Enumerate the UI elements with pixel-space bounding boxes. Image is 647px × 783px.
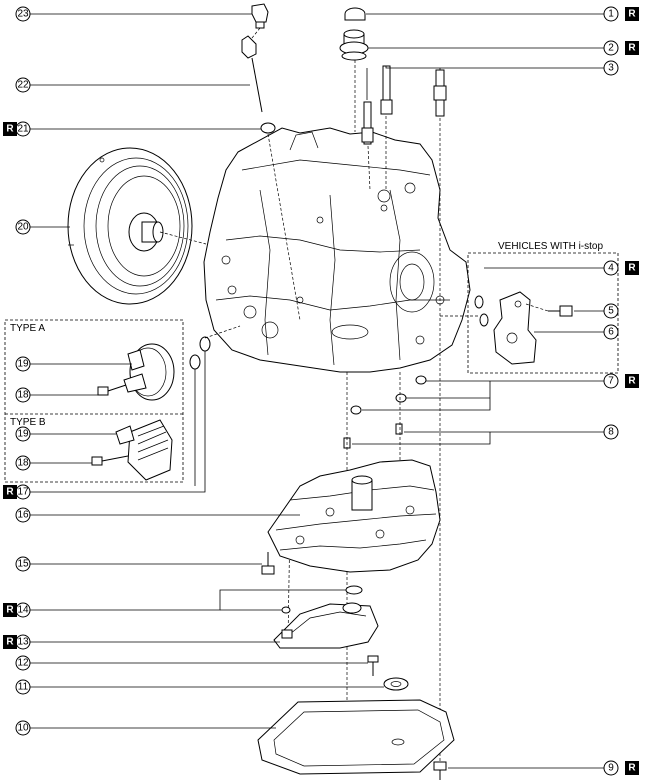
svg-text:R: R xyxy=(6,487,14,498)
svg-text:10: 10 xyxy=(17,723,29,734)
svg-text:16: 16 xyxy=(17,510,29,521)
callout-22: 22 xyxy=(15,77,31,93)
istop-group-frame xyxy=(467,252,619,374)
callout-8: 8 xyxy=(603,424,619,440)
callout-11: 11 xyxy=(15,679,31,695)
replace-mark-17: R xyxy=(3,485,17,499)
istop-group-label: VEHICLES WITH i-stop xyxy=(498,241,603,252)
svg-text:21: 21 xyxy=(17,124,29,135)
svg-text:5: 5 xyxy=(608,306,614,317)
callout-18-type-a: 18 xyxy=(15,387,31,403)
valve-body-bolt xyxy=(261,552,275,575)
istop-parts xyxy=(440,291,573,365)
svg-text:2: 2 xyxy=(608,43,614,54)
svg-text:4: 4 xyxy=(608,263,614,274)
callout-9: 9 xyxy=(603,760,619,776)
svg-text:15: 15 xyxy=(17,559,29,570)
svg-text:18: 18 xyxy=(17,458,29,469)
svg-text:R: R xyxy=(628,763,636,774)
callout-12: 12 xyxy=(15,655,31,671)
control-valve-body xyxy=(267,459,441,573)
callout-5: 5 xyxy=(603,303,619,319)
svg-text:19: 19 xyxy=(17,429,29,440)
replace-mark-7: R xyxy=(625,374,639,388)
callout-23: 23 xyxy=(15,6,31,22)
svg-text:8: 8 xyxy=(608,427,614,438)
callout-14: 14 xyxy=(15,602,31,618)
callout-17: 17 xyxy=(15,484,31,500)
replace-mark-14: R xyxy=(3,603,17,617)
svg-text:7: 7 xyxy=(608,376,614,387)
svg-text:23: 23 xyxy=(17,9,29,20)
cooler-seal-lower xyxy=(189,354,201,370)
svg-text:13: 13 xyxy=(17,637,29,648)
leader-lines xyxy=(30,13,606,769)
svg-text:R: R xyxy=(6,605,14,616)
oil-cooler-type-a xyxy=(97,343,175,401)
callout-3: 3 xyxy=(603,60,619,76)
callout-13: 13 xyxy=(15,634,31,650)
callout-7: 7 xyxy=(603,373,619,389)
replace-mark-21: R xyxy=(3,122,17,136)
replace-mark-4: R xyxy=(625,261,639,275)
svg-text:19: 19 xyxy=(17,359,29,370)
top-plug-parts xyxy=(339,7,447,780)
replace-mark-9: R xyxy=(625,761,639,775)
callout-16: 16 xyxy=(15,507,31,523)
svg-text:20: 20 xyxy=(17,222,29,233)
oil-cooler-type-b xyxy=(91,419,173,481)
svg-text:1: 1 xyxy=(608,9,614,20)
callout-6: 6 xyxy=(603,324,619,340)
callout-10: 10 xyxy=(15,720,31,736)
type-a-label: TYPE A xyxy=(10,323,45,334)
type-b-label: TYPE B xyxy=(10,417,46,428)
oil-pan-bolt-and-gasket xyxy=(367,655,409,691)
svg-text:9: 9 xyxy=(608,763,614,774)
svg-text:R: R xyxy=(6,124,14,135)
callout-19-type-b: 19 xyxy=(15,426,31,442)
svg-text:6: 6 xyxy=(608,327,614,338)
svg-text:22: 22 xyxy=(17,80,29,91)
svg-text:3: 3 xyxy=(608,63,614,74)
callout-2: 2 xyxy=(603,40,619,56)
replace-mark-2: R xyxy=(625,41,639,55)
callout-4: 4 xyxy=(603,260,619,276)
oil-strainer xyxy=(273,585,379,649)
svg-text:17: 17 xyxy=(17,487,29,498)
svg-text:R: R xyxy=(628,43,636,54)
transmission-case xyxy=(203,127,471,373)
callout-20: 20 xyxy=(15,219,31,235)
svg-text:14: 14 xyxy=(17,605,29,616)
svg-text:11: 11 xyxy=(18,682,29,693)
torque-converter xyxy=(67,147,207,305)
oil-pan-bolt xyxy=(433,761,447,780)
oil-pan xyxy=(257,699,455,775)
callout-1: 1 xyxy=(603,6,619,22)
callout-21: 21 xyxy=(15,121,31,137)
svg-text:18: 18 xyxy=(17,390,29,401)
callout-19-type-a: 19 xyxy=(15,356,31,372)
callout-15: 15 xyxy=(15,556,31,572)
svg-text:R: R xyxy=(628,263,636,274)
svg-text:R: R xyxy=(628,376,636,387)
callout-18-type-b: 18 xyxy=(15,455,31,471)
svg-text:R: R xyxy=(6,637,14,648)
svg-text:12: 12 xyxy=(17,658,29,669)
replace-mark-13: R xyxy=(3,635,17,649)
svg-text:R: R xyxy=(628,9,636,20)
replace-mark-1: R xyxy=(625,7,639,21)
cooler-seal-upper xyxy=(199,336,211,352)
dipstick-assembly xyxy=(241,3,301,321)
